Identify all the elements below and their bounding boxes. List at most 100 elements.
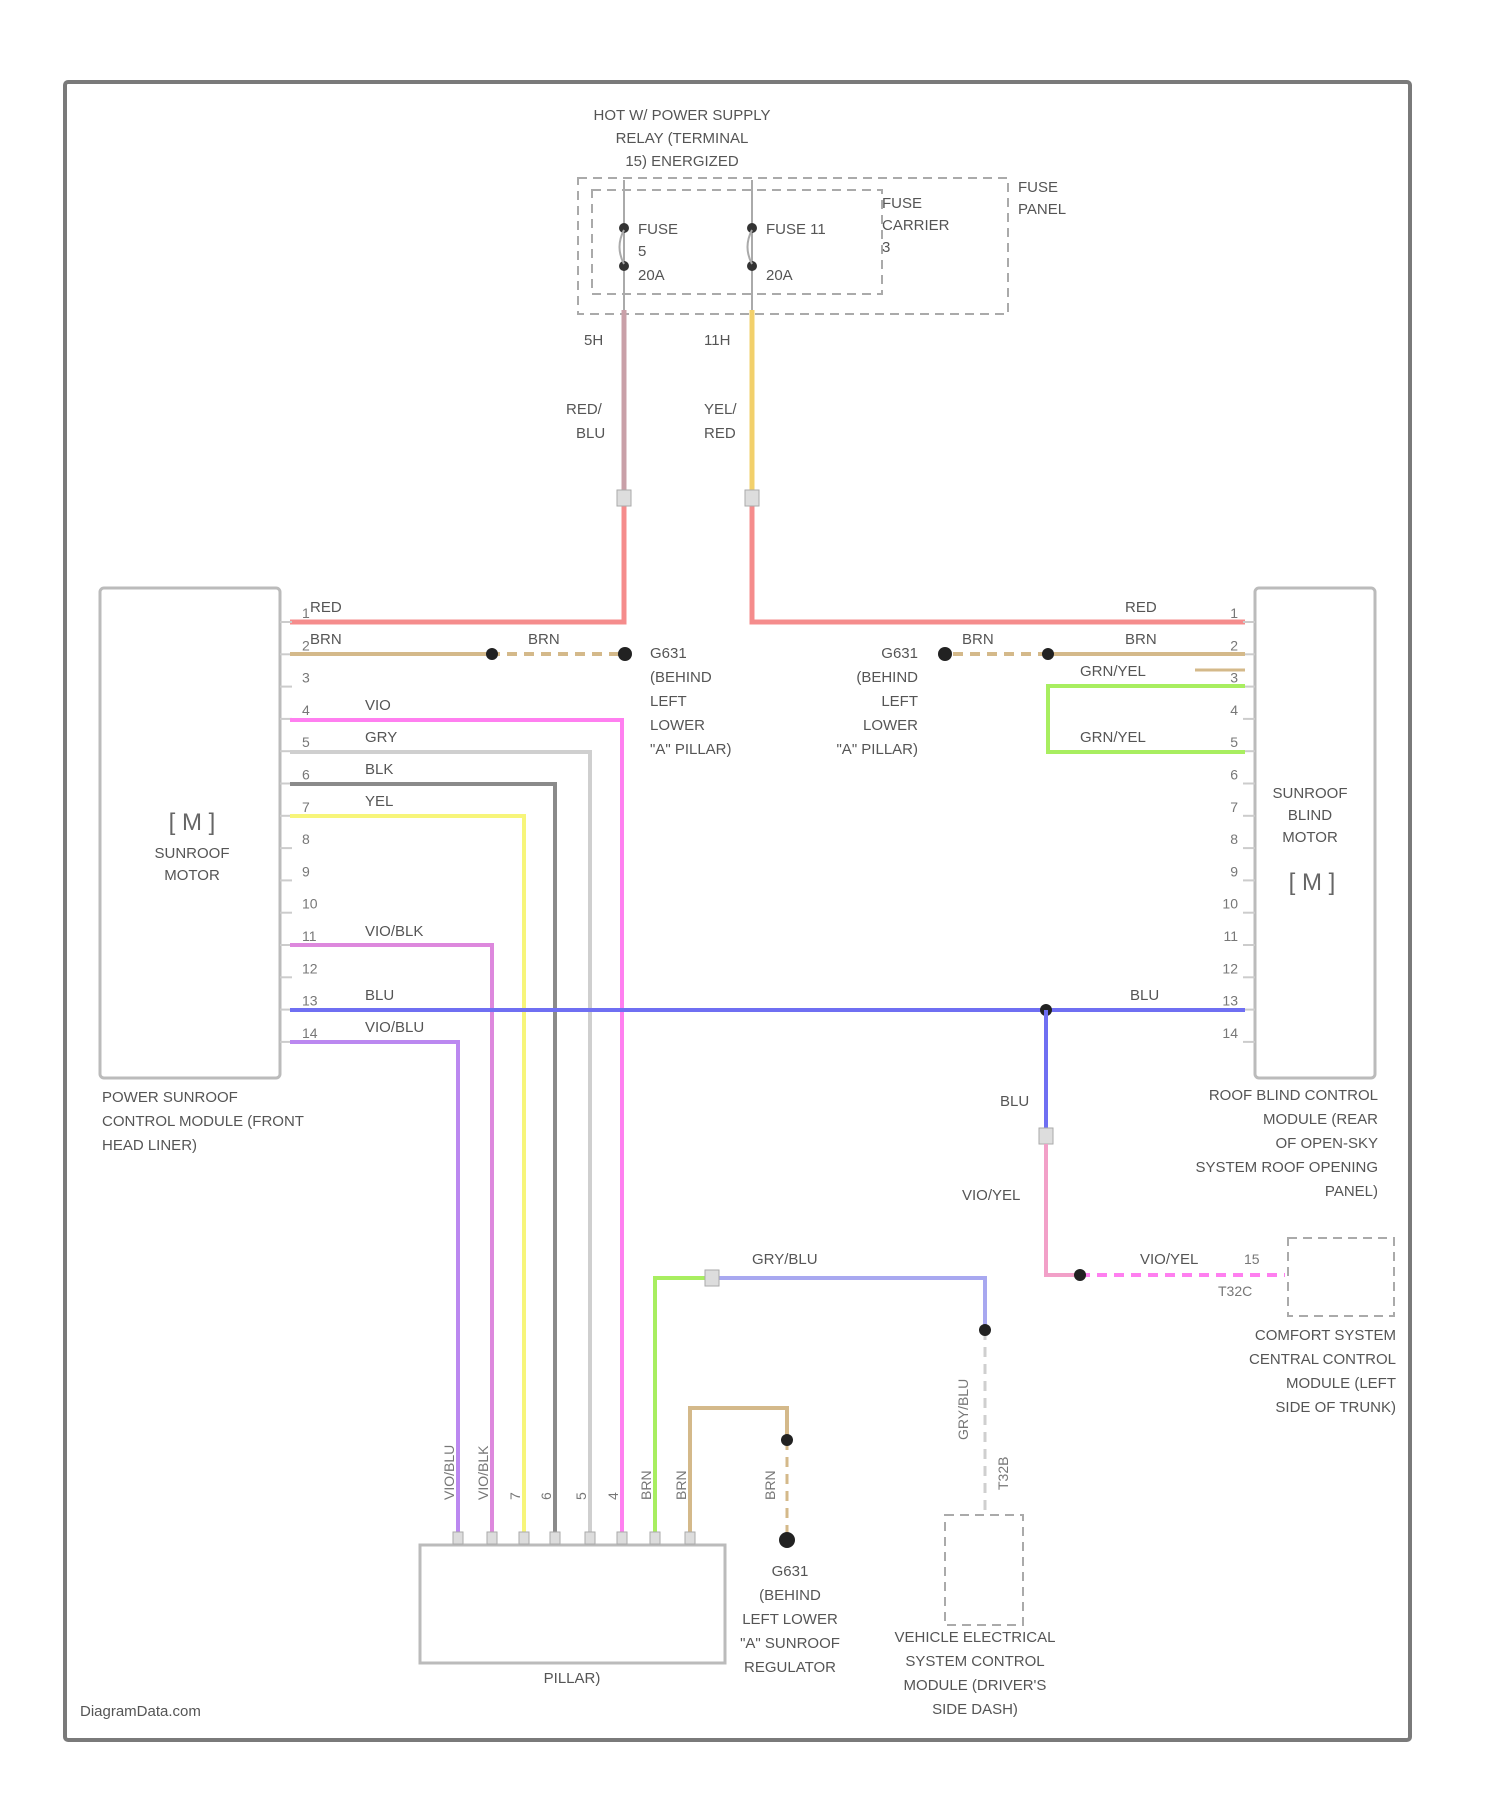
pillar-label: PILLAR) <box>544 1670 601 1687</box>
left-module-caption-2: CONTROL MODULE (FRONT <box>102 1113 304 1130</box>
wire-label-yel-red-2: RED <box>704 425 736 442</box>
power-supply-line2: RELAY (TERMINAL <box>616 130 749 147</box>
splice-right <box>1042 648 1054 660</box>
sunroof-motor-label-2: MOTOR <box>164 867 220 884</box>
splice-brn-ground <box>781 1434 793 1446</box>
right-module-pin-10: 10 <box>1222 896 1238 912</box>
fuse-carrier-label-2: CARRIER <box>882 217 950 234</box>
left-module-pin-13: 13 <box>302 993 318 1009</box>
right-module-pin-4: 4 <box>1230 702 1238 718</box>
ground-right-label: G631 (BEHIND LEFT LOWER "A" PILLAR) <box>836 645 918 758</box>
right-module-caption-2: MODULE (REAR <box>1263 1111 1378 1128</box>
svg-text:G631: G631 <box>650 645 687 662</box>
right-module-pin-14: 14 <box>1222 1025 1238 1041</box>
right-module-pin-8: 8 <box>1230 831 1238 847</box>
brn-ground-small-label: BRN <box>762 1470 778 1500</box>
left-module-pin-4: 4 <box>302 702 310 718</box>
right-wire-label-p2: BRN <box>1125 631 1157 648</box>
pillar-pin-terminal <box>585 1532 595 1544</box>
wire-label-red-blu-2: BLU <box>576 425 605 442</box>
splice-left <box>486 648 498 660</box>
svg-text:MODULE (LEFT: MODULE (LEFT <box>1286 1375 1396 1392</box>
svg-text:(BEHIND: (BEHIND <box>856 669 918 686</box>
inline-connector-gry-blu <box>705 1270 719 1286</box>
left-module-pin-1: 1 <box>302 605 310 621</box>
vesc-box <box>945 1515 1023 1625</box>
right-module-pin-6: 6 <box>1230 767 1238 783</box>
gry-blu-label: GRY/BLU <box>752 1251 818 1268</box>
right-module-pin-3: 3 <box>1230 670 1238 686</box>
svg-text:G631: G631 <box>881 645 918 662</box>
left-wire-label-p4: VIO <box>365 697 391 714</box>
g631-bottom-label: G631 (BEHIND LEFT LOWER "A" SUNROOF REGU… <box>740 1563 840 1676</box>
svg-text:20A: 20A <box>638 267 665 284</box>
svg-text:5: 5 <box>638 243 646 260</box>
pillar-pin-label: BRN <box>638 1470 654 1500</box>
svg-text:LEFT LOWER: LEFT LOWER <box>742 1611 838 1628</box>
fuse-carrier-box <box>592 190 882 294</box>
vesc-label: VEHICLE ELECTRICAL SYSTEM CONTROL MODULE… <box>895 1629 1056 1718</box>
wire-gry <box>290 752 590 1540</box>
left-module-pin-2: 2 <box>302 637 310 653</box>
right-module-pin-2: 2 <box>1230 637 1238 653</box>
right-module-caption-4: SYSTEM ROOF OPENING <box>1195 1159 1378 1176</box>
svg-text:(BEHIND: (BEHIND <box>759 1587 821 1604</box>
brn-mid-right-label: BRN <box>962 631 994 648</box>
svg-text:LEFT: LEFT <box>881 693 918 710</box>
power-supply-line3: 15) ENERGIZED <box>625 153 739 170</box>
fuse-carrier-label-3: 3 <box>882 239 890 256</box>
blind-motor-label-2: BLIND <box>1288 807 1332 824</box>
ground-g631-left <box>618 647 632 661</box>
right-module-caption-1: ROOF BLIND CONTROL <box>1209 1087 1378 1104</box>
left-module-pin-14: 14 <box>302 1025 318 1041</box>
svg-text:LOWER: LOWER <box>863 717 918 734</box>
blind-motor-label-3: MOTOR <box>1282 829 1338 846</box>
inline-connector-blu <box>1039 1128 1053 1144</box>
svg-text:SIDE OF TRUNK): SIDE OF TRUNK) <box>1275 1399 1396 1416</box>
right-module-pin-5: 5 <box>1230 734 1238 750</box>
sunroof-motor-symbol: [ M ] <box>169 809 216 836</box>
blind-motor-symbol: [ M ] <box>1289 869 1336 896</box>
left-wire-label-p11: VIO/BLK <box>365 923 423 940</box>
left-wire-label-p1: RED <box>310 599 342 616</box>
pillar-pin-label: BRN <box>673 1470 689 1500</box>
left-module-pin-8: 8 <box>302 831 310 847</box>
svg-text:"A" PILLAR): "A" PILLAR) <box>650 741 732 758</box>
svg-text:MODULE (DRIVER'S: MODULE (DRIVER'S <box>904 1677 1047 1694</box>
splice-vio-yel <box>1074 1269 1086 1281</box>
blu-down-label: BLU <box>1000 1093 1029 1110</box>
t32c-conn: T32C <box>1218 1283 1252 1299</box>
left-module-pin-12: 12 <box>302 960 318 976</box>
left-wire-label-p6: BLK <box>365 761 393 778</box>
fuse-panel-label-2: PANEL <box>1018 201 1066 218</box>
right-module-pin-9: 9 <box>1230 863 1238 879</box>
pillar-pin-terminal <box>550 1532 560 1544</box>
svg-text:FUSE: FUSE <box>638 221 678 238</box>
pillar-pin-terminal <box>519 1532 529 1544</box>
svg-text:"A" SUNROOF: "A" SUNROOF <box>740 1635 840 1652</box>
svg-text:VEHICLE ELECTRICAL: VEHICLE ELECTRICAL <box>895 1629 1056 1646</box>
comfort-system-label: COMFORT SYSTEM CENTRAL CONTROL MODULE (L… <box>1249 1327 1396 1416</box>
wire-grn-yel-loop <box>1048 686 1245 752</box>
left-module-pin-6: 6 <box>302 767 310 783</box>
right-wire-label-p5: GRN/YEL <box>1080 729 1146 746</box>
left-module-pin-9: 9 <box>302 863 310 879</box>
right-module-caption-3: OF OPEN-SKY <box>1275 1135 1378 1152</box>
left-wire-label-p14: VIO/BLU <box>365 1019 424 1036</box>
wire-vio-blu <box>290 1042 458 1540</box>
left-module-pin-5: 5 <box>302 734 310 750</box>
left-module-pin-7: 7 <box>302 799 310 815</box>
left-module-pin-11: 11 <box>302 928 317 944</box>
right-module-pin-7: 7 <box>1230 799 1238 815</box>
right-module-pin-13: 13 <box>1222 993 1238 1009</box>
blind-motor-label-1: SUNROOF <box>1273 785 1348 802</box>
wire-gry-blu <box>712 1278 985 1330</box>
right-module-pin-12: 12 <box>1222 960 1238 976</box>
pillar-pin-label: 5 <box>573 1492 589 1500</box>
left-module-pin-10: 10 <box>302 896 318 912</box>
fuse-11: FUSE 11 20A 11H <box>704 180 826 349</box>
svg-text:(BEHIND: (BEHIND <box>650 669 712 686</box>
pillar-pin-label: VIO/BLK <box>475 1445 491 1500</box>
